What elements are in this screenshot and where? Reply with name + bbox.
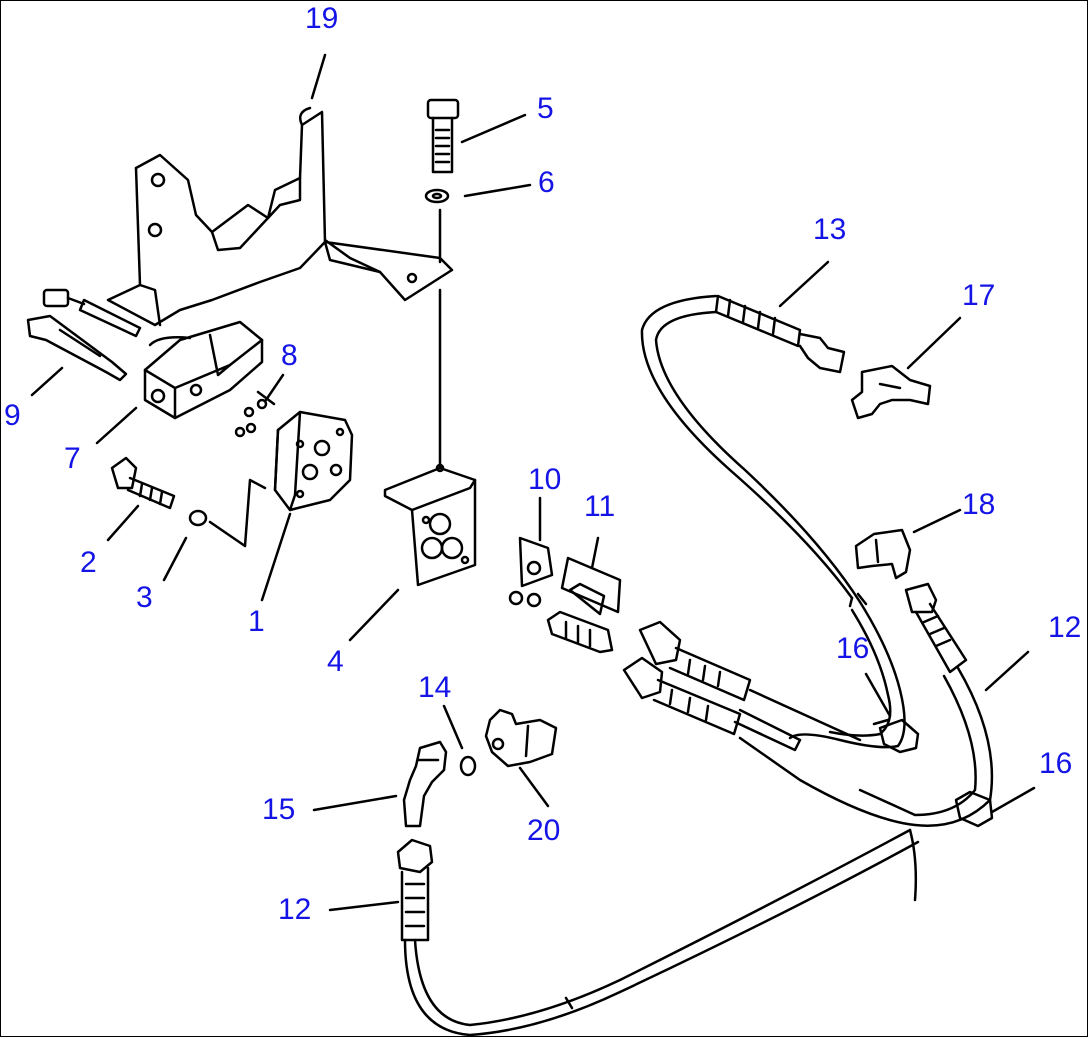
callout-3: 3 [136, 581, 153, 614]
callout-10: 10 [528, 463, 562, 496]
o-ring-14 [459, 755, 477, 777]
callout-16-upper: 16 [836, 632, 870, 665]
hose-fitting-12-lower [396, 838, 434, 942]
callout-9: 9 [4, 399, 21, 432]
manifold-plate-1 [273, 410, 354, 512]
elbow-20 [484, 708, 558, 768]
tee-fitting-17 [850, 364, 932, 420]
callout-5: 5 [537, 92, 554, 125]
gasket-10 [508, 536, 554, 608]
solenoid-valve-7 [143, 320, 264, 420]
callout-12-upper: 12 [1048, 611, 1082, 644]
callout-2: 2 [80, 546, 97, 579]
washer-3 [188, 509, 208, 527]
callout-4: 4 [327, 645, 344, 678]
callout-8: 8 [281, 339, 298, 372]
washer-guide-line [208, 478, 267, 548]
callout-1: 1 [248, 605, 265, 638]
hose-fittings-pair [622, 620, 862, 752]
callout-11: 11 [584, 490, 616, 523]
clamp-16a [872, 718, 920, 754]
elbow-fitting-18 [854, 528, 912, 580]
callout-17: 17 [962, 279, 996, 312]
callout-20: 20 [527, 814, 561, 847]
fittings-11 [546, 556, 622, 654]
callout-16-lower: 16 [1039, 747, 1073, 780]
callout-13: 13 [813, 213, 847, 246]
bolt-5 [426, 98, 460, 174]
plate-4 [383, 463, 477, 587]
callout-15: 15 [262, 793, 296, 826]
connector-9 [26, 288, 142, 382]
elbow-15 [402, 740, 448, 828]
bolt-2 [110, 456, 176, 510]
callout-6: 6 [538, 166, 555, 199]
hose-fitting-13 [714, 294, 846, 374]
callout-19: 19 [305, 2, 339, 35]
callout-12-lower: 12 [278, 893, 312, 926]
washer-6 [424, 188, 450, 204]
bracket-19 [106, 106, 454, 327]
hose-12 [403, 294, 994, 1037]
callout-14: 14 [418, 671, 452, 704]
clamp-16b [954, 790, 994, 828]
washer-6-hole [431, 192, 443, 200]
callout-18: 18 [962, 488, 996, 521]
leader-lines [30, 53, 1036, 912]
callout-7: 7 [64, 442, 81, 475]
